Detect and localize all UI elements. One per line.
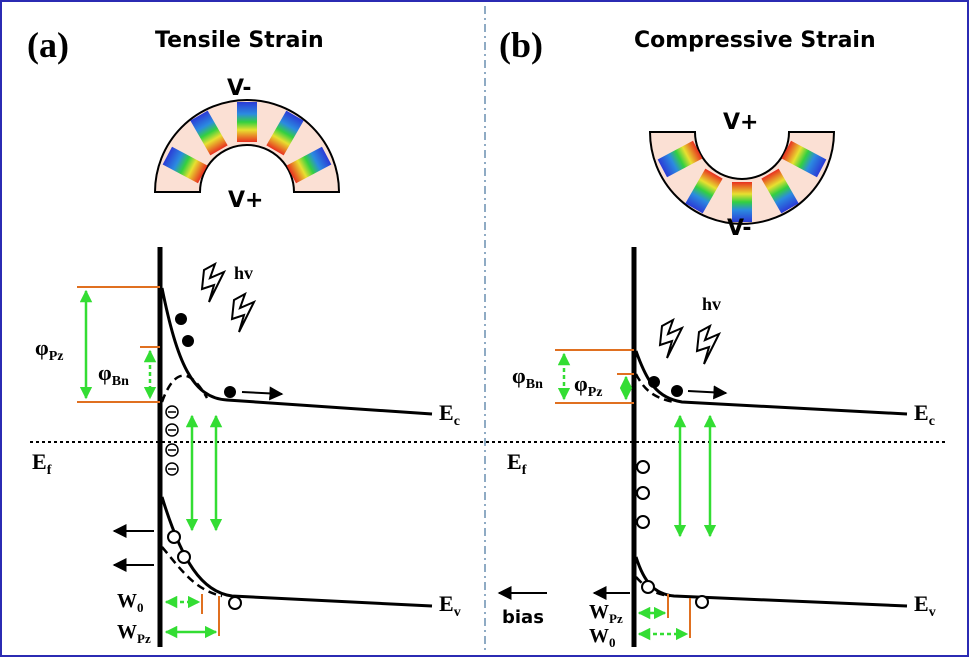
- panel-a-electron-flow-arrow: [241, 386, 284, 401]
- panel-b-tag: (b): [499, 25, 543, 65]
- panel-a-valence-band-unstrained: [161, 546, 223, 598]
- panel-b-interface-hole: [636, 486, 650, 500]
- panel-b-ec-label: Ec: [914, 400, 935, 429]
- panel-b-interface-hole: [636, 515, 650, 529]
- panel-b-interface-hole: [636, 460, 650, 474]
- panel-b-bias-label: bias: [502, 607, 544, 628]
- panel-b-bottom-voltage: V-: [727, 216, 752, 241]
- panel-a-phi-bn-label: φBn: [98, 360, 129, 389]
- panel-a-conduction-band: [160, 287, 433, 416]
- panel-b-valence-band: [634, 556, 908, 608]
- panel-b-hv-label: hv: [702, 294, 721, 314]
- panel-a-ef-label: Ef: [32, 449, 52, 478]
- panel-a-hole: [177, 550, 191, 564]
- panel-a-conduction-band-unstrained: [160, 374, 209, 403]
- panel-a-electron: [175, 313, 187, 325]
- panel-b-ev-label: Ev: [914, 591, 936, 620]
- panel-a-w0-label: W0: [117, 590, 144, 615]
- panel-b-title: Compressive Strain: [634, 28, 876, 53]
- panel-a-wpz-label: WPz: [117, 621, 151, 646]
- panel-a-hv-label: hv: [234, 263, 253, 283]
- panel-b-ef-label: Ef: [507, 449, 527, 478]
- panel-a-hole: [228, 596, 242, 610]
- panel-b-phi-pz-label: φPz: [574, 371, 603, 400]
- panel-b-photon-icon: [695, 323, 722, 365]
- panel-a-ev-label: Ev: [439, 591, 461, 620]
- panel-b-electron-flow-arrow: [687, 385, 728, 400]
- panel-b-electron: [648, 376, 660, 388]
- panel-a-electron: [182, 335, 194, 347]
- panel-b-top-voltage: V+: [723, 110, 758, 135]
- panel-a: (a) Tensile Strain V- V+ φPz φBn: [27, 25, 461, 647]
- panel-a-title: Tensile Strain: [155, 28, 324, 53]
- panel-a-top-voltage: V-: [227, 76, 252, 101]
- panel-a-strained-arc: V- V+: [153, 76, 341, 213]
- panel-a-photon-icon: [200, 261, 227, 303]
- panel-b-w0-label: W0: [589, 625, 616, 650]
- panel-a-photon-icon: [230, 291, 257, 333]
- panel-a-valence-band: [160, 496, 433, 608]
- panel-a-interface-charges: [165, 405, 179, 476]
- panel-b-wpz-label: WPz: [589, 601, 623, 626]
- panel-b-electron: [671, 385, 683, 397]
- panel-a-phi-pz-label: φPz: [35, 335, 64, 364]
- panel-b-hole: [641, 580, 655, 594]
- panel-b-strained-arc: V+ V-: [648, 110, 836, 241]
- panel-b: (b) Compressive Strain V+ V- φBn φPz Ec: [497, 25, 936, 650]
- panel-a-bottom-voltage: V+: [228, 188, 263, 213]
- panel-b-phi-bn-label: φBn: [512, 363, 543, 392]
- panel-b-conduction-band-unstrained: [634, 373, 675, 404]
- panel-b-hole: [695, 595, 709, 609]
- panel-a-hole: [167, 530, 181, 544]
- panel-b-photon-icon: [658, 317, 685, 359]
- panel-a-electron: [224, 386, 236, 398]
- panel-a-tag: (a): [27, 25, 69, 65]
- panel-b-conduction-band: [634, 350, 908, 416]
- panel-a-ec-label: Ec: [439, 400, 460, 429]
